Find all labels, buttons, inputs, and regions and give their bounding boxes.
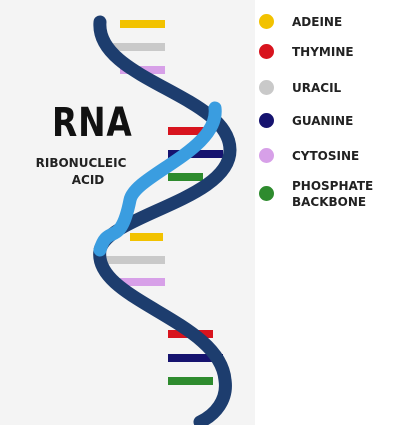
base-bar-adeine bbox=[130, 233, 163, 241]
base-bar-thymine bbox=[168, 127, 213, 135]
strand-front bbox=[93, 101, 222, 257]
green-dot-icon bbox=[259, 186, 274, 201]
legend-label: THYMINE bbox=[292, 45, 354, 59]
legend-label: PHOSPHATE BACKBONE bbox=[292, 179, 374, 209]
rna-helix-diagram bbox=[93, 15, 237, 425]
navy-dot-icon bbox=[259, 113, 274, 128]
base-bar-phosphate-backbone bbox=[168, 377, 213, 385]
legend-label: CYTOSINE bbox=[292, 149, 360, 163]
base-bar-phosphate-backbone bbox=[168, 173, 203, 181]
red-dot-icon bbox=[259, 44, 274, 59]
base-bar-adeine bbox=[120, 20, 165, 28]
diagram-subtitle-line2: ACID bbox=[71, 173, 105, 187]
base-bar-guanine bbox=[168, 354, 223, 362]
diagram-subtitle-line1: RIBONUCLEIC bbox=[35, 156, 127, 170]
diagram-title: RNA bbox=[52, 100, 133, 146]
base-bar-uracil bbox=[105, 256, 165, 264]
base-bar-cytosine bbox=[120, 278, 165, 286]
legend-label: GUANINE bbox=[292, 114, 354, 128]
gray-dot-icon bbox=[259, 80, 274, 95]
yellow-dot-icon bbox=[259, 14, 274, 29]
base-bar-uracil bbox=[105, 43, 165, 51]
violet-dot-icon bbox=[259, 148, 274, 163]
helix-panel: RNA RIBONUCLEIC ACID bbox=[0, 0, 255, 425]
legend-label: ADEINE bbox=[292, 15, 343, 29]
legend-label: URACIL bbox=[292, 81, 342, 95]
